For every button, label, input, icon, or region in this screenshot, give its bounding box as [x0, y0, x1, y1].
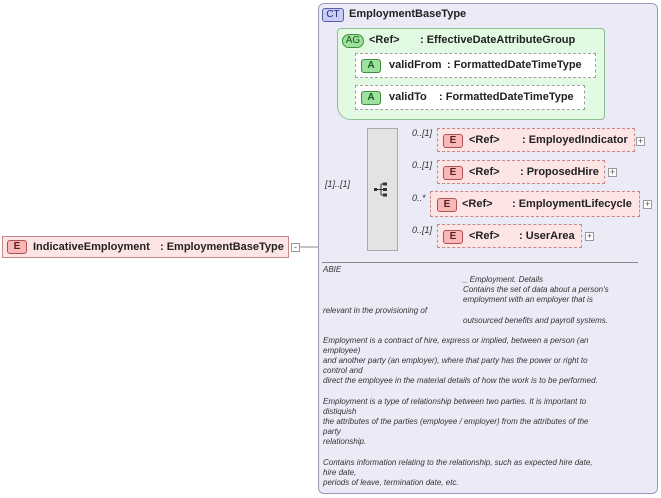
doc-line: Employment is a contract of hire, expres…	[323, 336, 589, 345]
complex-type-badge: CT	[322, 8, 344, 22]
complex-type-name: EmploymentBaseType	[349, 8, 467, 20]
doc-line: ABIE	[323, 265, 342, 274]
attribute-type: : FormattedDateTimeType	[439, 91, 574, 103]
child-element-proposed-hire[interactable]: E <Ref> : ProposedHire	[437, 160, 605, 184]
doc-line: Contains the set of data about a person'…	[463, 285, 609, 294]
child-element-user-area[interactable]: E <Ref> : UserArea	[437, 224, 582, 248]
attribute-valid-from[interactable]: A validFrom : FormattedDateTimeType	[355, 53, 596, 78]
doc-line: Employment is a type of relationship bet…	[323, 397, 587, 406]
attribute-name: validTo	[389, 91, 427, 103]
doc-line: distiquish	[323, 407, 357, 416]
doc-line: outsourced benefits and payroll systems.	[463, 316, 608, 325]
doc-line: Contains information relating to the rel…	[323, 458, 593, 467]
child-element-employment-lifecycle[interactable]: E <Ref> : EmploymentLifecycle	[430, 191, 640, 217]
child-element-ref: <Ref>	[462, 198, 493, 210]
doc-line: employment with an employer that is	[463, 295, 593, 304]
documentation-divider	[322, 262, 638, 263]
child-element-type: : EmployedIndicator	[522, 134, 628, 146]
attribute-badge: A	[361, 91, 381, 105]
attribute-badge: A	[361, 59, 381, 73]
root-element-type: : EmploymentBaseType	[160, 241, 284, 253]
expand-toggle[interactable]: +	[585, 231, 594, 241]
collapse-toggle[interactable]: -	[291, 243, 300, 252]
expand-toggle[interactable]: +	[608, 167, 617, 177]
root-element-name: IndicativeEmployment	[33, 241, 150, 253]
child-element-type: : UserArea	[519, 230, 575, 242]
doc-line: _ Employment. Details	[463, 275, 544, 284]
child-element-type: : ProposedHire	[520, 166, 599, 178]
doc-line: relationship.	[323, 437, 367, 446]
doc-line: the attributes of the parties (employee …	[323, 417, 589, 426]
sequence-icon	[374, 182, 387, 197]
attribute-name: validFrom	[389, 59, 442, 71]
child-multiplicity: 0..[1]	[412, 160, 433, 170]
expand-toggle[interactable]: +	[636, 136, 645, 146]
element-badge: E	[437, 198, 457, 212]
root-element-box[interactable]: E IndicativeEmployment : EmploymentBaseT…	[2, 236, 289, 258]
child-multiplicity: 0..[1]	[412, 225, 433, 235]
attribute-valid-to[interactable]: A validTo : FormattedDateTimeType	[355, 85, 585, 110]
sequence-multiplicity: [1]..[1]	[325, 179, 351, 189]
doc-line: periods of leave, termination date, etc.	[323, 478, 459, 487]
element-badge: E	[443, 134, 463, 148]
expand-toggle[interactable]: +	[643, 199, 652, 209]
attribute-group-ref: <Ref>	[369, 34, 400, 46]
attribute-group-badge: AG	[342, 34, 364, 48]
child-element-ref: <Ref>	[469, 134, 500, 146]
child-element-ref: <Ref>	[469, 230, 500, 242]
child-element-employed-indicator[interactable]: E <Ref> : EmployedIndicator	[437, 128, 635, 152]
attribute-type: : FormattedDateTimeType	[447, 59, 582, 71]
doc-line: relevant in the provisioning of	[323, 306, 428, 315]
doc-line: employee)	[323, 346, 361, 355]
child-multiplicity: 0..*	[412, 193, 426, 203]
element-badge: E	[443, 230, 463, 244]
attribute-group-type: : EffectiveDateAttributeGroup	[420, 34, 576, 46]
child-multiplicity: 0..[1]	[412, 128, 433, 138]
doc-line: direct the employee in the material deta…	[323, 376, 598, 385]
doc-line: party	[323, 427, 341, 436]
child-element-type: : EmploymentLifecycle	[512, 198, 632, 210]
child-element-ref: <Ref>	[469, 166, 500, 178]
element-badge: E	[443, 166, 463, 180]
doc-line: and another party (an employer), where t…	[323, 356, 588, 365]
element-badge: E	[7, 240, 27, 254]
doc-line: hire date,	[323, 468, 357, 477]
doc-line: control and	[323, 366, 363, 375]
